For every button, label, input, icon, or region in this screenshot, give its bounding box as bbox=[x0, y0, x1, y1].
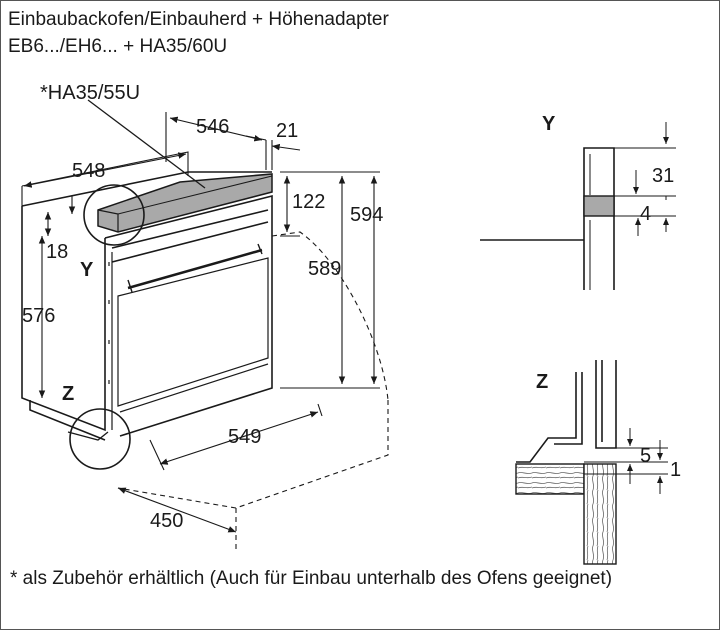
dim-31: 31 bbox=[652, 165, 674, 187]
dim-548: 548 bbox=[72, 160, 105, 182]
dim-1: 1 bbox=[670, 459, 681, 481]
oven-body bbox=[21, 171, 273, 441]
detail-y-ref: Y bbox=[80, 259, 94, 281]
title-line-1: Einbaubackofen/Einbauherd + Höhenadapter bbox=[8, 9, 389, 30]
dim-450: 450 bbox=[150, 510, 183, 532]
dim-4: 4 bbox=[640, 203, 651, 225]
dim-122: 122 bbox=[292, 191, 325, 213]
dim-576: 576 bbox=[22, 305, 55, 327]
main-labels: *HA35/55U 546 21 548 122 594 18 Y 589 57… bbox=[22, 82, 383, 532]
detail-y-title: Y bbox=[542, 113, 556, 135]
dimension-lines bbox=[21, 112, 380, 533]
dim-5: 5 bbox=[640, 445, 651, 467]
dim-18: 18 bbox=[46, 241, 68, 263]
title-line-2: EB6.../EH6... + HA35/60U bbox=[8, 36, 228, 57]
detail-z: Z 5 1 bbox=[515, 360, 681, 565]
cabinet-side bbox=[583, 463, 617, 565]
shelf-board bbox=[515, 463, 585, 495]
dim-546: 546 bbox=[196, 116, 229, 138]
niche-outline bbox=[117, 231, 389, 552]
detail-circle-z bbox=[69, 408, 131, 470]
detail-z-title: Z bbox=[536, 371, 548, 393]
dim-549: 549 bbox=[228, 426, 261, 448]
dim-21: 21 bbox=[276, 120, 298, 142]
dim-594: 594 bbox=[350, 204, 383, 226]
adapter-section-y bbox=[583, 195, 615, 217]
footnote: * als Zubehör erhältlich (Auch für Einba… bbox=[10, 568, 613, 589]
dim-589: 589 bbox=[308, 258, 341, 280]
detail-z-ref: Z bbox=[62, 383, 74, 405]
detail-y: Y 31 4 bbox=[480, 113, 676, 290]
accessory-label: *HA35/55U bbox=[40, 82, 140, 104]
